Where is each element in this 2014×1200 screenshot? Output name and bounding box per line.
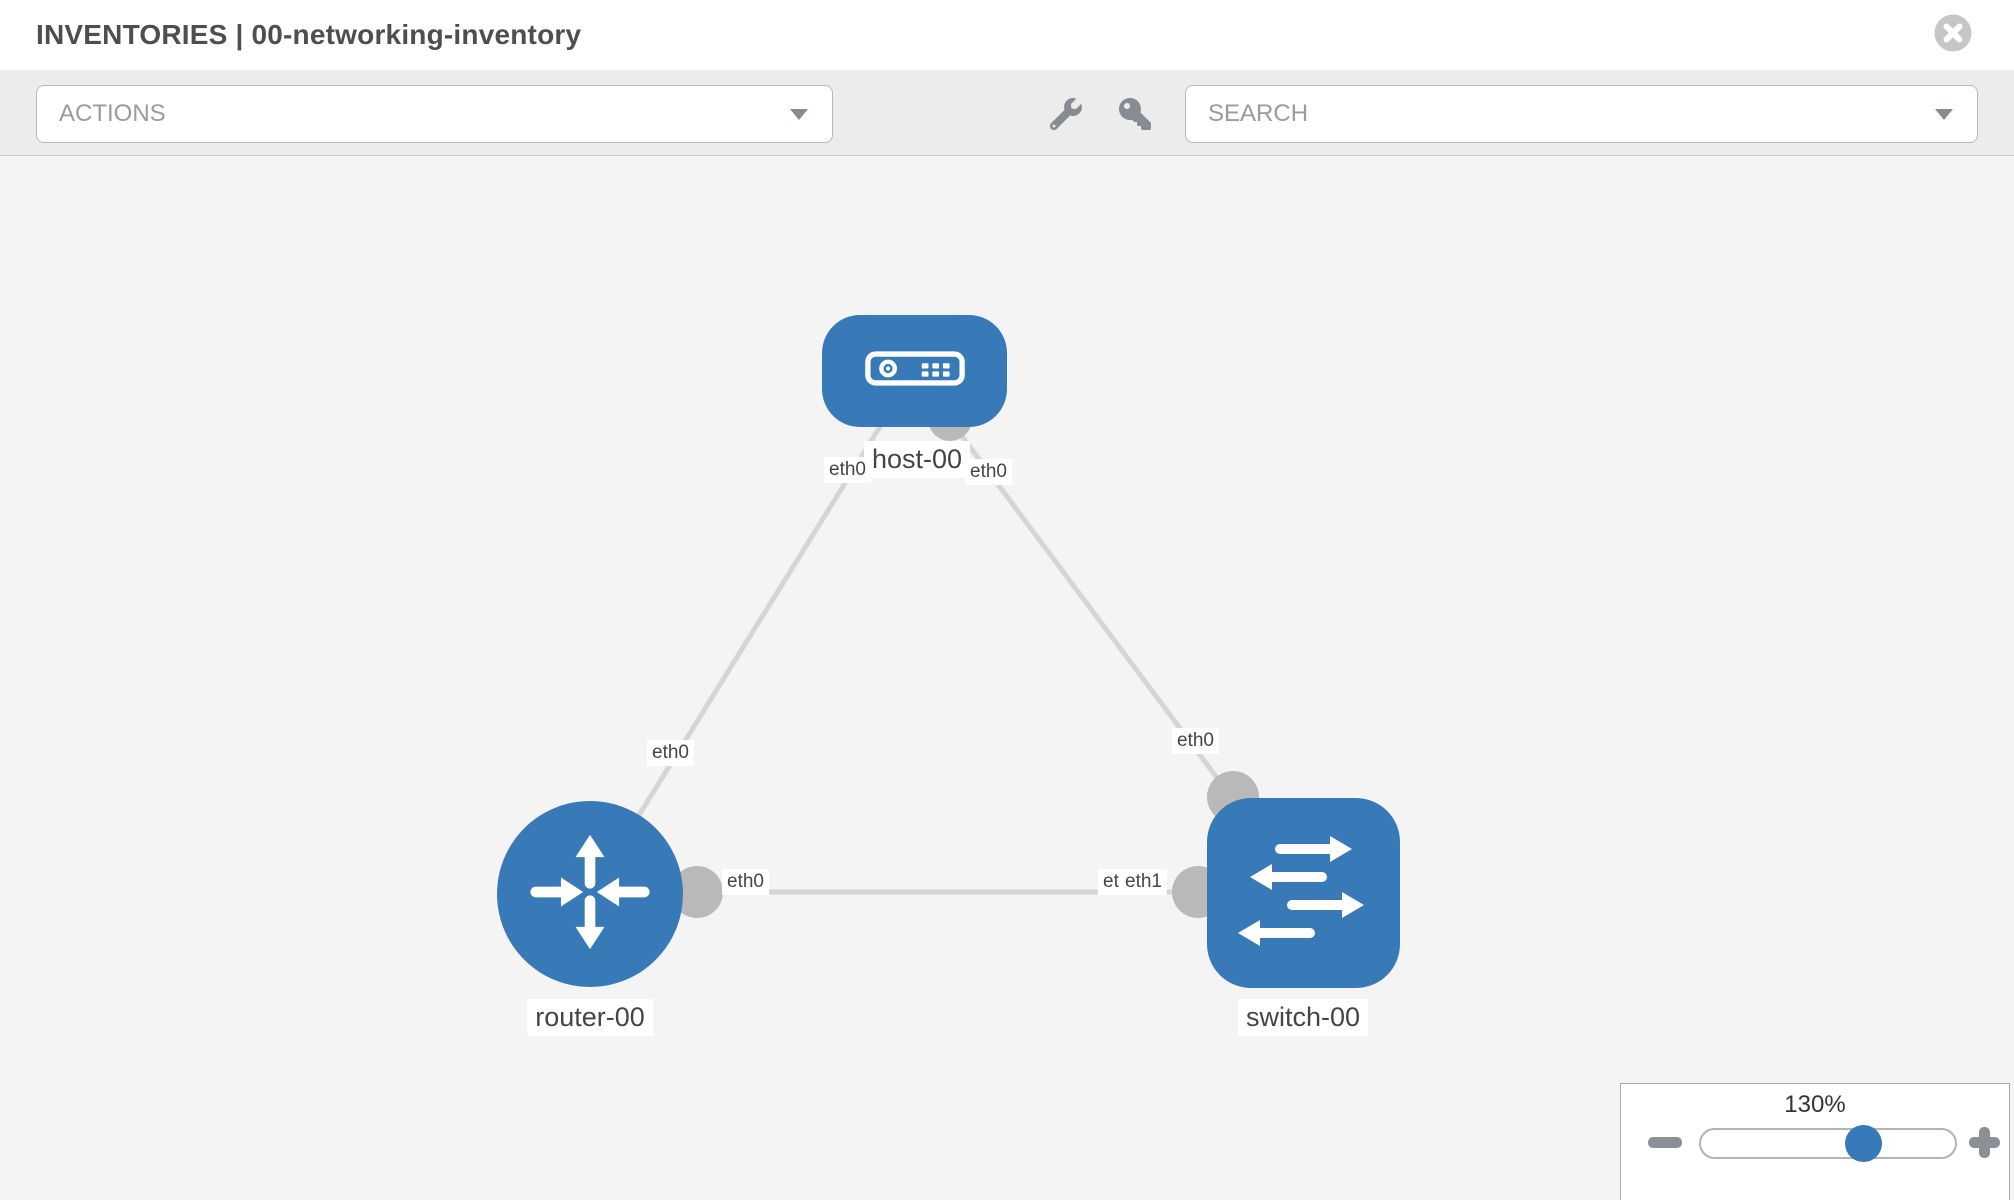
plus-icon: [1969, 1127, 2000, 1161]
zoom-level-value: 130%: [1784, 1091, 1846, 1118]
interface-label-router-to-host: eth0: [647, 740, 694, 766]
zoom-out-button[interactable]: [1648, 1136, 1682, 1151]
node-label-router: router-00: [527, 999, 653, 1036]
switch-icon: [1234, 831, 1374, 956]
node-label-host: host-00: [864, 441, 971, 478]
topology-canvas[interactable]: host-00 router-00 switch-00 eth0 eth0 et…: [0, 156, 2014, 1200]
links-layer: [587, 370, 1306, 918]
wrench-icon: [1049, 98, 1082, 133]
zoom-control-panel: 130%: [1620, 1083, 2010, 1200]
chevron-down-icon: [790, 109, 808, 120]
interface-label-router-to-switch: eth0: [722, 869, 769, 895]
chevron-down-icon: [1935, 109, 1953, 120]
zoom-in-button[interactable]: [1969, 1127, 2000, 1161]
search-dropdown-label: SEARCH: [1208, 100, 1309, 127]
actions-dropdown[interactable]: ACTIONS: [36, 85, 833, 143]
router-icon: [527, 829, 653, 960]
node-label-switch: switch-00: [1237, 999, 1369, 1036]
host-icon: [864, 351, 965, 391]
interface-label-switch-to-router: eth1: [1120, 869, 1167, 895]
wrench-button[interactable]: [1049, 98, 1082, 133]
zoom-slider-thumb[interactable]: [1845, 1125, 1882, 1162]
page-title: INVENTORIES | 00-networking-inventory: [36, 19, 582, 50]
close-button[interactable]: [1934, 14, 1972, 52]
minus-icon: [1648, 1136, 1682, 1151]
key-icon: [1119, 98, 1151, 133]
close-icon: [1934, 14, 1972, 55]
node-switch[interactable]: [1207, 798, 1400, 988]
actions-dropdown-label: ACTIONS: [59, 100, 166, 127]
page-header: INVENTORIES | 00-networking-inventory: [0, 0, 2014, 70]
interface-label-switch-to-host: eth0: [1172, 728, 1219, 754]
zoom-slider-track[interactable]: [1699, 1128, 1957, 1159]
interface-dot-router: [671, 866, 723, 918]
interface-label-host-to-router: eth0: [824, 457, 871, 483]
node-router[interactable]: [497, 801, 683, 987]
interface-label-host-to-switch: eth0: [965, 459, 1012, 485]
toolbar: ACTIONS SEARCH: [0, 70, 2014, 156]
node-host[interactable]: [822, 315, 1007, 427]
key-button[interactable]: [1119, 98, 1151, 130]
search-dropdown[interactable]: SEARCH: [1185, 85, 1978, 143]
interface-label-switch-overlap-group: eth0 eth1: [1098, 869, 1168, 897]
